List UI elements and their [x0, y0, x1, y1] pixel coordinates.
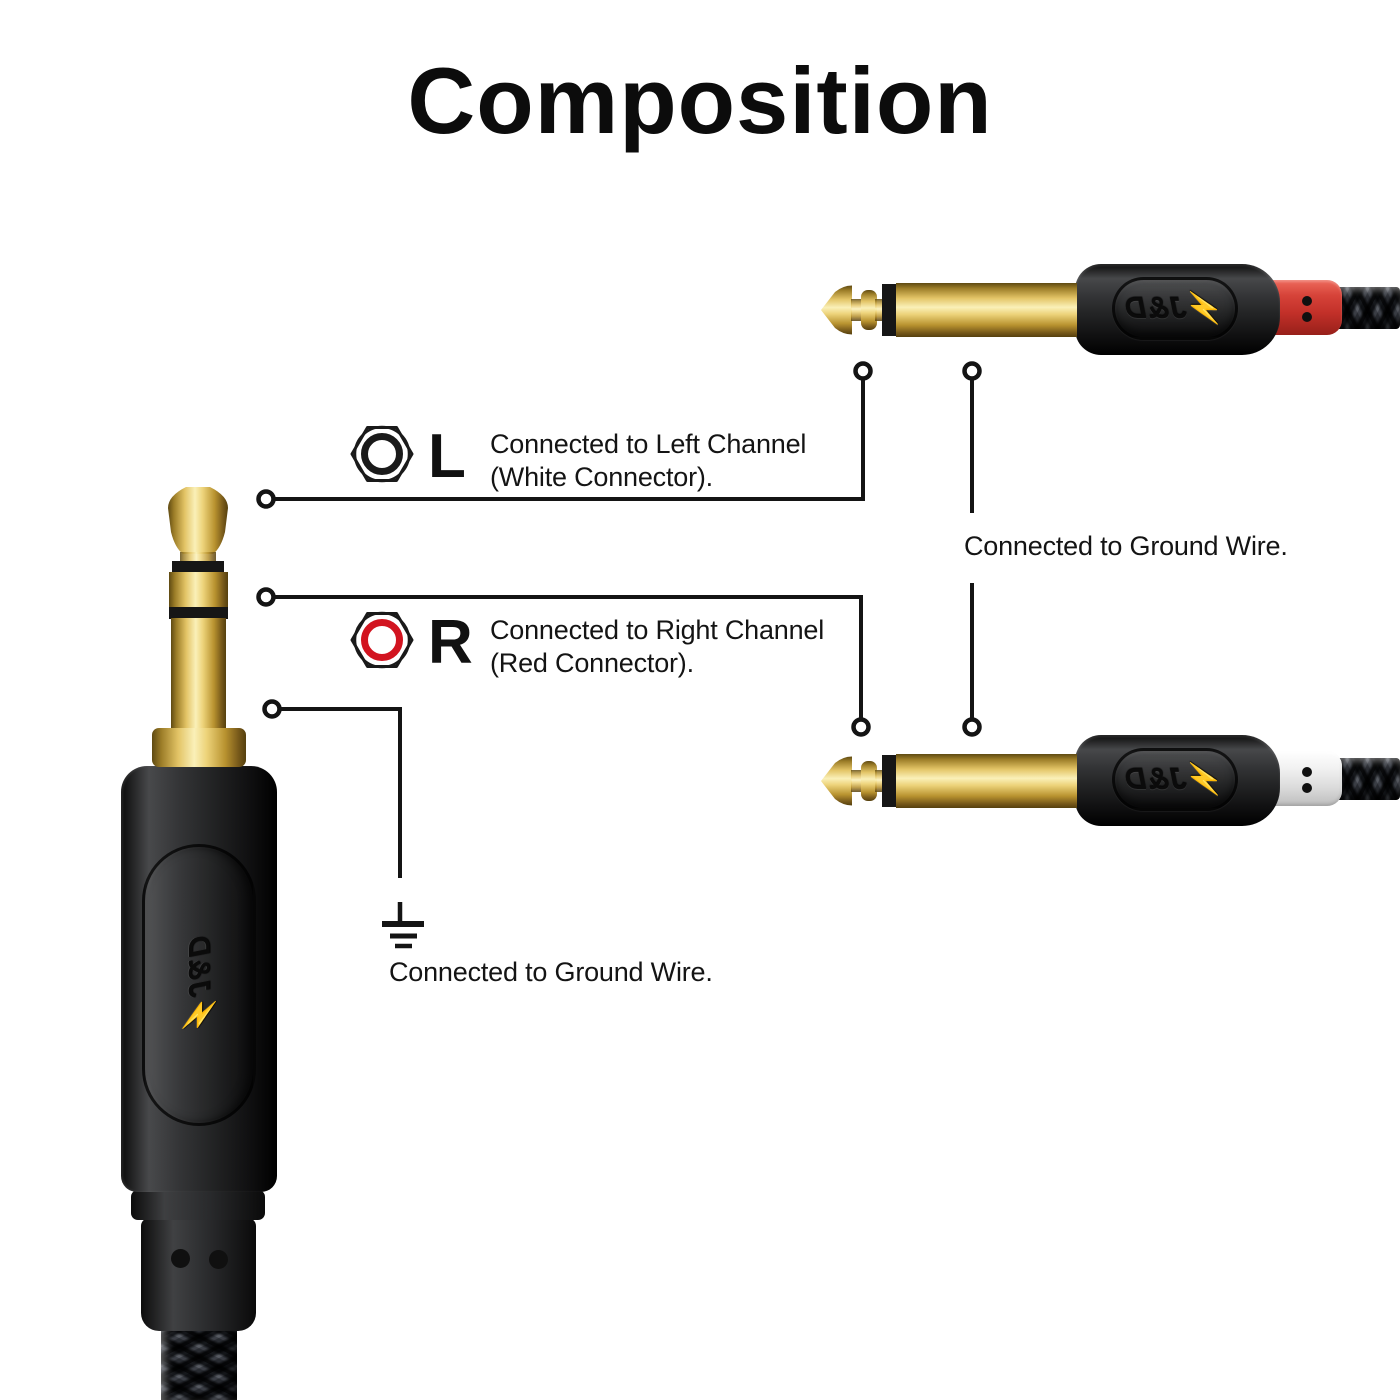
boot-hole — [1302, 767, 1312, 777]
body-lip — [131, 1190, 265, 1220]
ground-wire-line-left — [280, 707, 402, 878]
brand-emboss: ⚡J&D — [142, 844, 256, 1126]
boot-hole — [209, 1250, 228, 1269]
right-channel-jack-icon — [350, 611, 414, 669]
plug-body: ⚡J&D — [1075, 735, 1280, 826]
ground-note-right: Connected to Ground Wire. — [964, 531, 1288, 561]
trs-tip-metal — [152, 487, 246, 767]
annotation-lines — [274, 379, 974, 878]
boot-hole — [1302, 312, 1312, 322]
braided-cable — [1335, 758, 1400, 800]
plug-body: ⚡J&D — [121, 766, 277, 1192]
braided-cable — [161, 1328, 237, 1400]
plug-body: ⚡J&D — [1075, 264, 1280, 355]
line-terminals — [256, 361, 982, 737]
quarter-inch-tip-bottom — [821, 754, 1077, 808]
right-channel-note: Connected to Right Channel (Red Connecto… — [490, 615, 825, 678]
left-channel-letter: L — [428, 422, 466, 491]
left-channel-jack-icon — [350, 425, 414, 483]
right-channel-line — [274, 595, 863, 719]
ground-note-left: Connected to Ground Wire. — [389, 957, 713, 987]
strain-relief — [141, 1218, 256, 1331]
left-channel-line — [274, 379, 865, 501]
ground-symbol-icon — [382, 902, 424, 949]
brand-emboss: ⚡J&D — [1112, 277, 1238, 340]
boot-hole — [1302, 783, 1312, 793]
brand-emboss: ⚡J&D — [1112, 748, 1238, 811]
left-channel-note: Connected to Left Channel (White Connect… — [490, 429, 807, 492]
quarter-inch-tip-top — [821, 283, 1077, 337]
boot-hole — [1302, 296, 1312, 306]
boot-hole — [171, 1249, 190, 1268]
page-title: Composition — [407, 48, 993, 153]
right-channel-letter: R — [428, 608, 473, 677]
braided-cable — [1335, 287, 1400, 329]
